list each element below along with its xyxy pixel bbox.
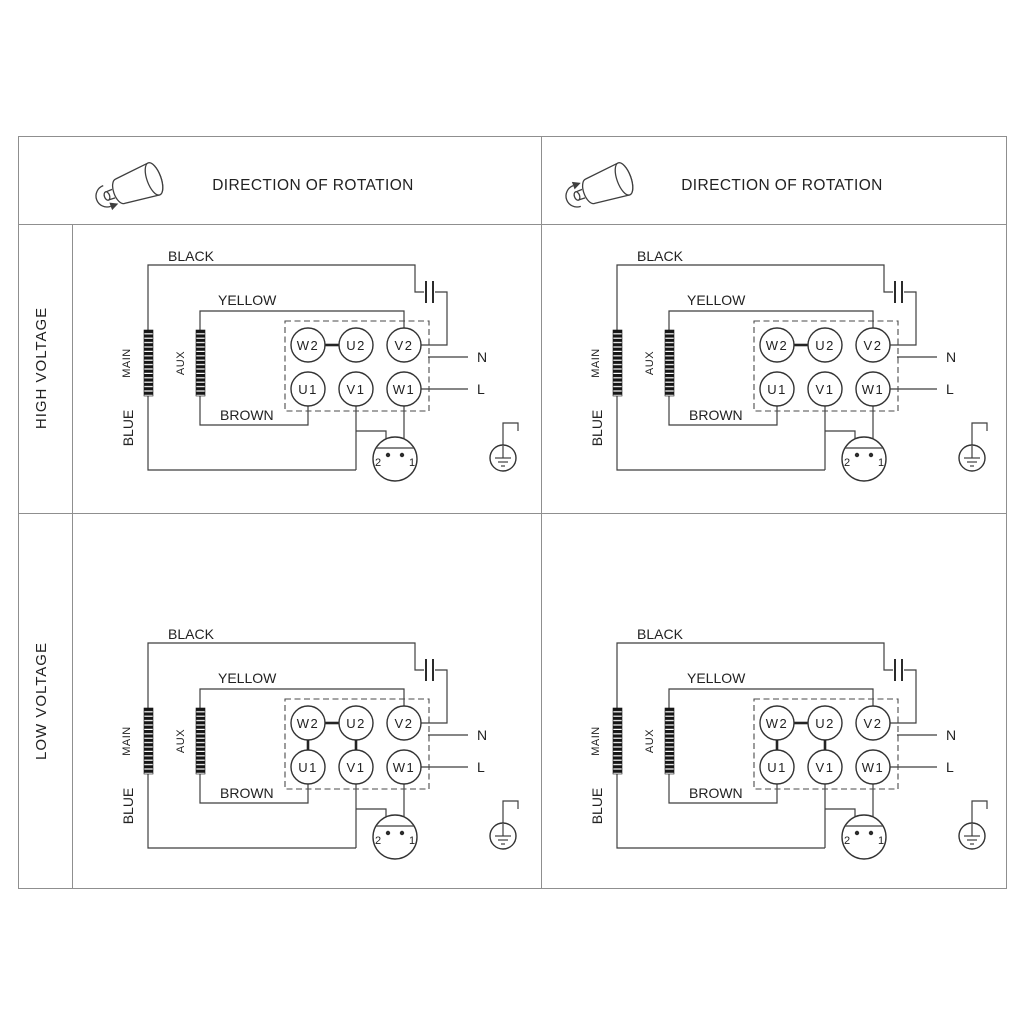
direction-of-rotation-title-right: DIRECTION OF ROTATION xyxy=(681,177,883,194)
header-left-cell: DIRECTION OF ROTATION xyxy=(92,159,414,215)
header-right-cell: DIRECTION OF ROTATION xyxy=(560,159,883,214)
table-grid xyxy=(18,136,1007,889)
direction-of-rotation-title-left: DIRECTION OF ROTATION xyxy=(212,177,414,194)
low-voltage-row-label: LOW VOLTAGE xyxy=(33,642,50,760)
high-voltage-row-label: HIGH VOLTAGE xyxy=(33,307,50,429)
